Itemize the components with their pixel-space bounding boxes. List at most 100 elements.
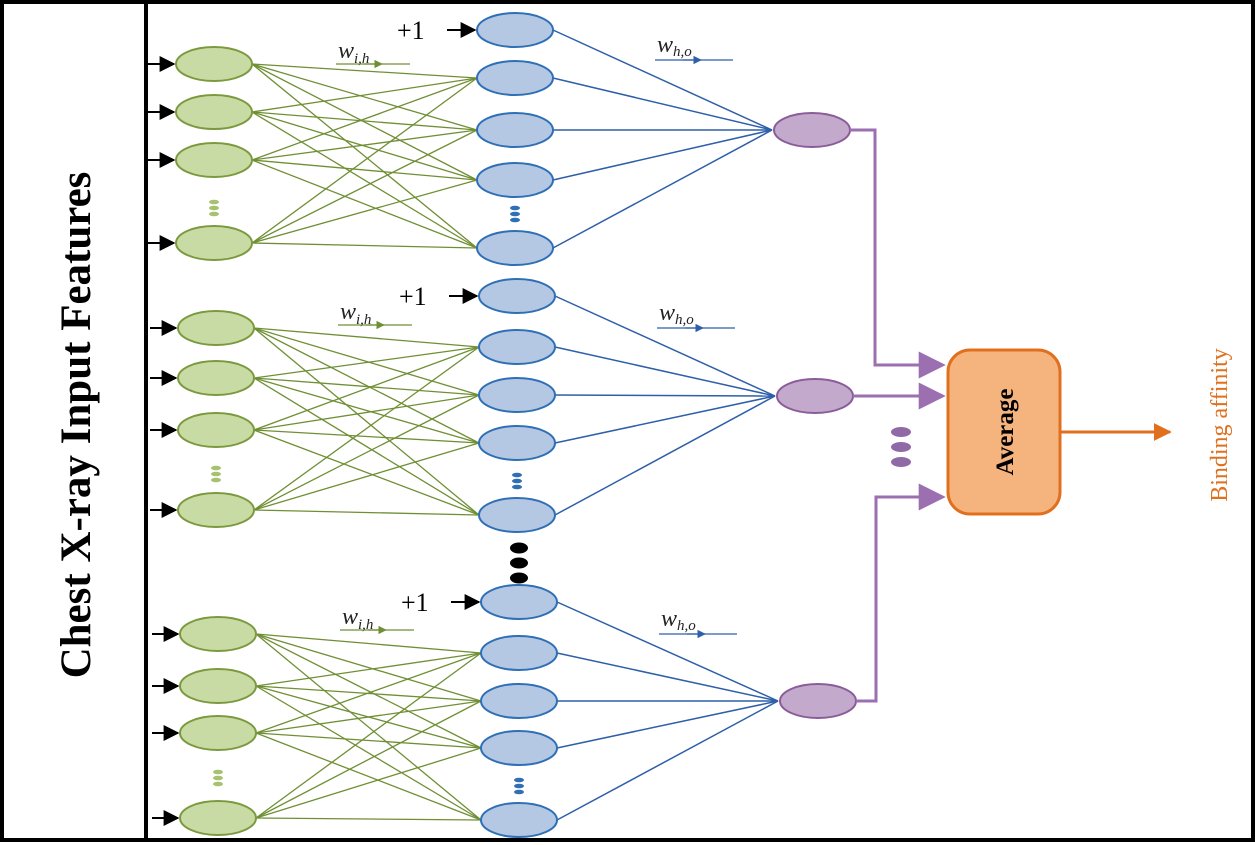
hidden-ellipsis-dot xyxy=(514,789,524,795)
input-ellipsis-dot xyxy=(211,471,221,477)
input-node xyxy=(179,715,257,751)
input-ellipsis-dot xyxy=(211,465,221,471)
input-hidden-connection xyxy=(251,111,478,131)
input-hidden-connection xyxy=(255,652,482,734)
input-hidden-connection xyxy=(255,633,482,702)
weight-hidden-output-label: wh,o xyxy=(659,300,694,328)
input-hidden-connection xyxy=(255,732,482,749)
hidden-ellipsis-dot xyxy=(512,472,522,478)
input-hidden-connection xyxy=(255,633,482,654)
hidden-ellipsis-dot xyxy=(510,211,520,217)
average-ellipsis-dot xyxy=(891,442,911,452)
input-hidden-connection xyxy=(251,63,478,181)
bias-label: +1 xyxy=(401,588,429,617)
weight-hidden-output-label: wh,o xyxy=(661,606,696,634)
input-hidden-connection xyxy=(251,159,478,249)
hidden-node xyxy=(476,162,554,198)
output-node xyxy=(779,683,857,719)
input-hidden-connection xyxy=(251,242,478,249)
input-node xyxy=(177,492,255,528)
input-node xyxy=(175,94,253,130)
input-hidden-connection xyxy=(253,327,480,348)
hidden-ellipsis-dot xyxy=(510,217,520,223)
input-ellipsis-dot xyxy=(209,199,219,205)
network-3: +1 wi,h wh,o xyxy=(152,584,857,838)
input-hidden-connection xyxy=(253,327,480,444)
hidden-output-connection xyxy=(554,395,776,444)
side-title: Chest X-ray Input Features xyxy=(53,172,100,679)
hidden-ellipsis-dot xyxy=(514,783,524,789)
hidden-node xyxy=(478,425,556,461)
input-hidden-connection xyxy=(251,77,478,161)
bias-label: +1 xyxy=(399,282,427,311)
input-hidden-connection xyxy=(251,159,478,181)
bias-label: +1 xyxy=(397,16,425,45)
hidden-output-connection xyxy=(552,29,773,131)
output-to-average-connector xyxy=(856,483,946,703)
network-ellipsis-dot xyxy=(510,572,528,584)
input-hidden-connection xyxy=(253,429,480,444)
input-node xyxy=(175,225,253,261)
input-hidden-connection xyxy=(251,111,478,249)
input-hidden-connection xyxy=(253,377,480,516)
hidden-output-connection xyxy=(556,601,779,702)
side-title-box xyxy=(0,0,148,842)
hidden-output-connection xyxy=(554,394,776,397)
input-hidden-connection xyxy=(253,327,480,396)
input-hidden-connection xyxy=(255,652,482,819)
average-label: Average xyxy=(992,389,1019,476)
hidden-output-connection xyxy=(552,77,773,131)
hidden-node xyxy=(480,683,558,719)
input-hidden-connection xyxy=(255,700,482,819)
input-node xyxy=(179,616,257,652)
input-ellipsis-dot xyxy=(213,775,223,781)
hidden-node xyxy=(478,377,556,413)
input-node xyxy=(177,412,255,448)
input-hidden-connection xyxy=(255,747,482,819)
network-1: +1wi,hwh,o xyxy=(148,12,851,266)
input-node xyxy=(177,310,255,346)
hidden-ellipsis-dot xyxy=(512,484,522,490)
input-hidden-connection xyxy=(251,77,478,244)
input-hidden-connection xyxy=(253,394,480,511)
hidden-node xyxy=(480,584,558,620)
input-hidden-connection xyxy=(255,633,482,749)
average-ellipsis-dot xyxy=(891,427,911,437)
input-hidden-connection xyxy=(251,129,478,244)
output-node xyxy=(776,378,854,414)
input-hidden-connection xyxy=(253,377,480,444)
hidden-output-connection xyxy=(554,295,776,397)
average-block: Average xyxy=(946,348,1062,516)
input-hidden-connection xyxy=(253,429,480,516)
input-ellipsis-dot xyxy=(209,211,219,217)
output-node xyxy=(773,112,851,148)
hidden-node xyxy=(478,278,556,314)
network-ellipsis-dot xyxy=(510,557,528,569)
hidden-node xyxy=(480,730,558,766)
input-ellipsis-dot xyxy=(213,769,223,775)
input-node xyxy=(177,360,255,396)
weight-input-hidden-label: wi,h xyxy=(342,604,373,633)
hidden-node xyxy=(480,802,558,838)
hidden-node xyxy=(476,112,554,148)
network-ellipsis-dot xyxy=(510,542,528,554)
hidden-output-connection xyxy=(552,129,773,181)
input-hidden-connection xyxy=(253,442,480,511)
hidden-node xyxy=(476,60,554,96)
weight-hidden-output-label: wh,o xyxy=(657,32,692,60)
input-hidden-connection xyxy=(251,63,478,79)
input-node xyxy=(179,800,257,836)
input-ellipsis-dot xyxy=(211,477,221,483)
input-hidden-connection xyxy=(253,346,480,379)
input-hidden-connection xyxy=(255,732,482,821)
hidden-output-connection xyxy=(554,346,776,397)
input-hidden-connection xyxy=(251,129,478,161)
hidden-output-connection xyxy=(556,652,779,702)
input-hidden-connection xyxy=(255,700,482,734)
input-hidden-connection xyxy=(251,111,478,181)
output-to-average-connector xyxy=(850,128,946,379)
input-hidden-connection xyxy=(251,63,478,131)
input-node xyxy=(175,142,253,178)
